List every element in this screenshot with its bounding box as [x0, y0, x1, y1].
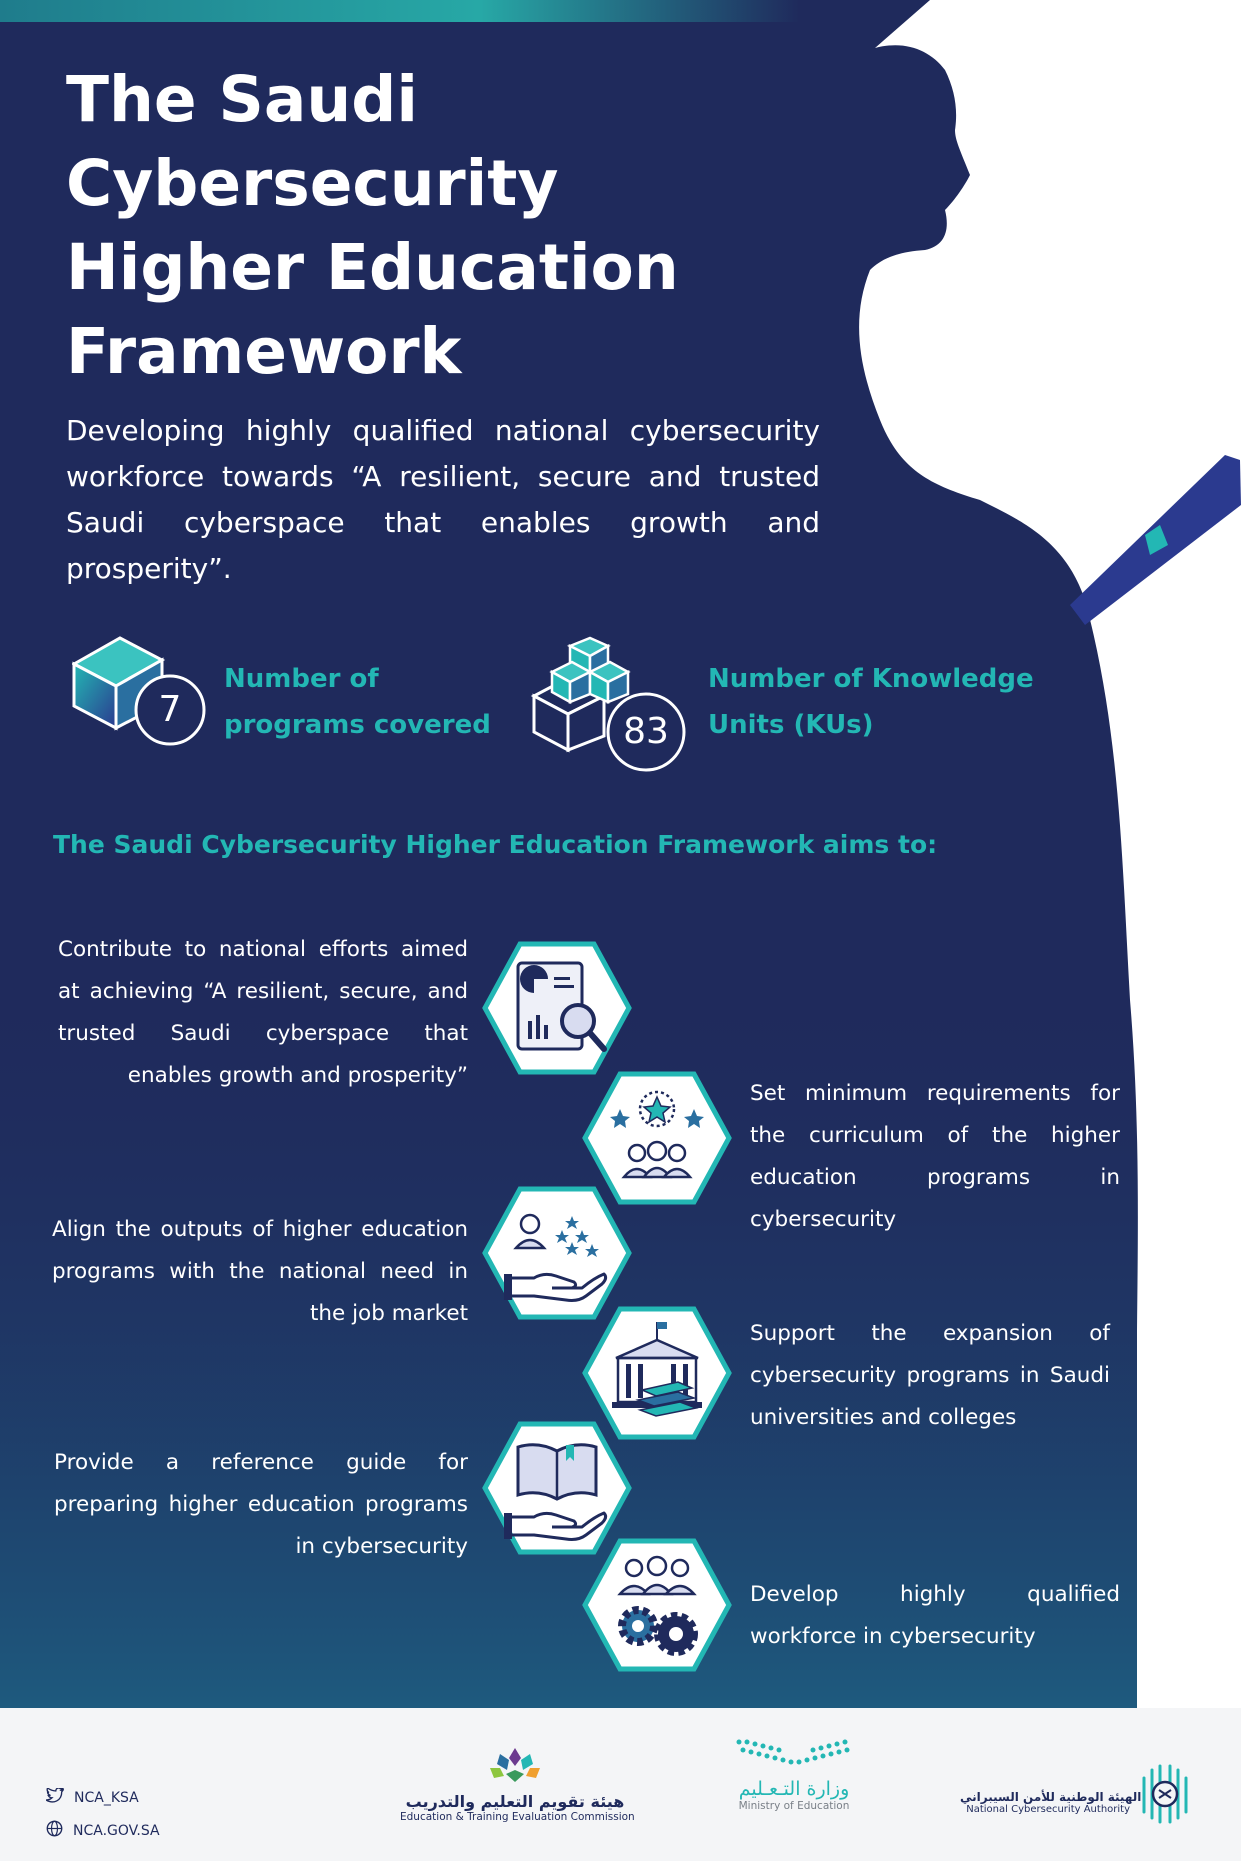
students-stars-icon: [582, 1071, 732, 1205]
aim-text-3: Align the outputs of higher education pr…: [52, 1217, 468, 1326]
report-magnifier-icon: [482, 941, 632, 1075]
stat-label-line1: Number of: [224, 664, 379, 694]
aim-hex-4: [582, 1306, 732, 1440]
people-gears-icon: [582, 1538, 732, 1672]
aim-hex-2: [582, 1071, 732, 1205]
website-link[interactable]: NCA.GOV.SA: [46, 1820, 160, 1841]
aims-heading: The Saudi Cybersecurity Higher Education…: [53, 830, 938, 859]
stat-value: 83: [623, 711, 669, 752]
twitter-link[interactable]: NCA_KSA: [43, 1786, 139, 1807]
cube-icon: [72, 636, 206, 746]
moe-name-en: Ministry of Education: [738, 1800, 850, 1812]
page-subtitle: Developing highly qualified national cyb…: [66, 414, 820, 585]
stat-label-line1: Number of Knowledge: [708, 664, 1034, 694]
twitter-icon: [43, 1786, 64, 1807]
page-title: The Saudi Cybersecurity Higher Education…: [66, 63, 679, 388]
footer: NCA_KSA NCA.GOV.SA هيئة تقويم التعليم وا…: [0, 1708, 1241, 1861]
stat-label-line2: programs covered: [224, 710, 491, 740]
moe-dots-icon: [736, 1739, 850, 1765]
globe-icon: [46, 1820, 63, 1841]
hand-person-stars-icon: [482, 1186, 632, 1320]
etec-name-en: Education & Training Evaluation Commissi…: [400, 1811, 635, 1823]
stat-label-line2: Units (KUs): [708, 710, 874, 740]
etec-name-ar: هيئة تقويم التعليم والتدريب: [405, 1792, 625, 1811]
aim-text-2: Set minimum requirements for the curricu…: [750, 1081, 1120, 1232]
twitter-handle: NCA_KSA: [74, 1789, 139, 1806]
website-url: NCA.GOV.SA: [73, 1822, 160, 1839]
aim-text-6: Develop highly qualified workforce in cy…: [750, 1582, 1120, 1649]
woman-silhouette-shape: [859, 0, 1241, 1708]
nca-name-en: National Cybersecurity Authority: [966, 1804, 1130, 1815]
stacked-boxes-icon: [530, 636, 686, 772]
moe-logo: وزارة التـعـليم Ministry of Education: [694, 1734, 894, 1812]
aim-text-4: Support the expansion of cybersecurity p…: [750, 1321, 1110, 1430]
stat-value: 7: [158, 689, 182, 730]
etec-logo: هيئة تقويم التعليم والتدريب Education & …: [400, 1744, 635, 1823]
nca-name-ar: الهيئة الوطنية للأمن السيبراني: [960, 1790, 1142, 1804]
nca-logo-text: الهيئة الوطنية للأمن السيبراني National …: [960, 1790, 1142, 1815]
aim-hex-5: [482, 1421, 632, 1555]
aim-hex-3: [482, 1186, 632, 1320]
stat-knowledge-units: 83 Number of Knowledge Units (KUs): [528, 636, 1048, 776]
etec-flower-icon: [490, 1748, 540, 1782]
hand-book-icon: [482, 1421, 632, 1555]
aim-text-1: Contribute to national efforts aimed at …: [58, 937, 468, 1088]
nca-emblem-icon: [1142, 1764, 1188, 1824]
stat-programs: 7 Number of programs covered: [72, 636, 492, 752]
moe-name-ar: وزارة التـعـليم: [738, 1778, 850, 1800]
aim-hex-1: [482, 941, 632, 1075]
university-books-icon: [582, 1306, 732, 1440]
aim-hex-6: [582, 1538, 732, 1672]
aim-text-5: Provide a reference guide for preparing …: [54, 1450, 468, 1559]
